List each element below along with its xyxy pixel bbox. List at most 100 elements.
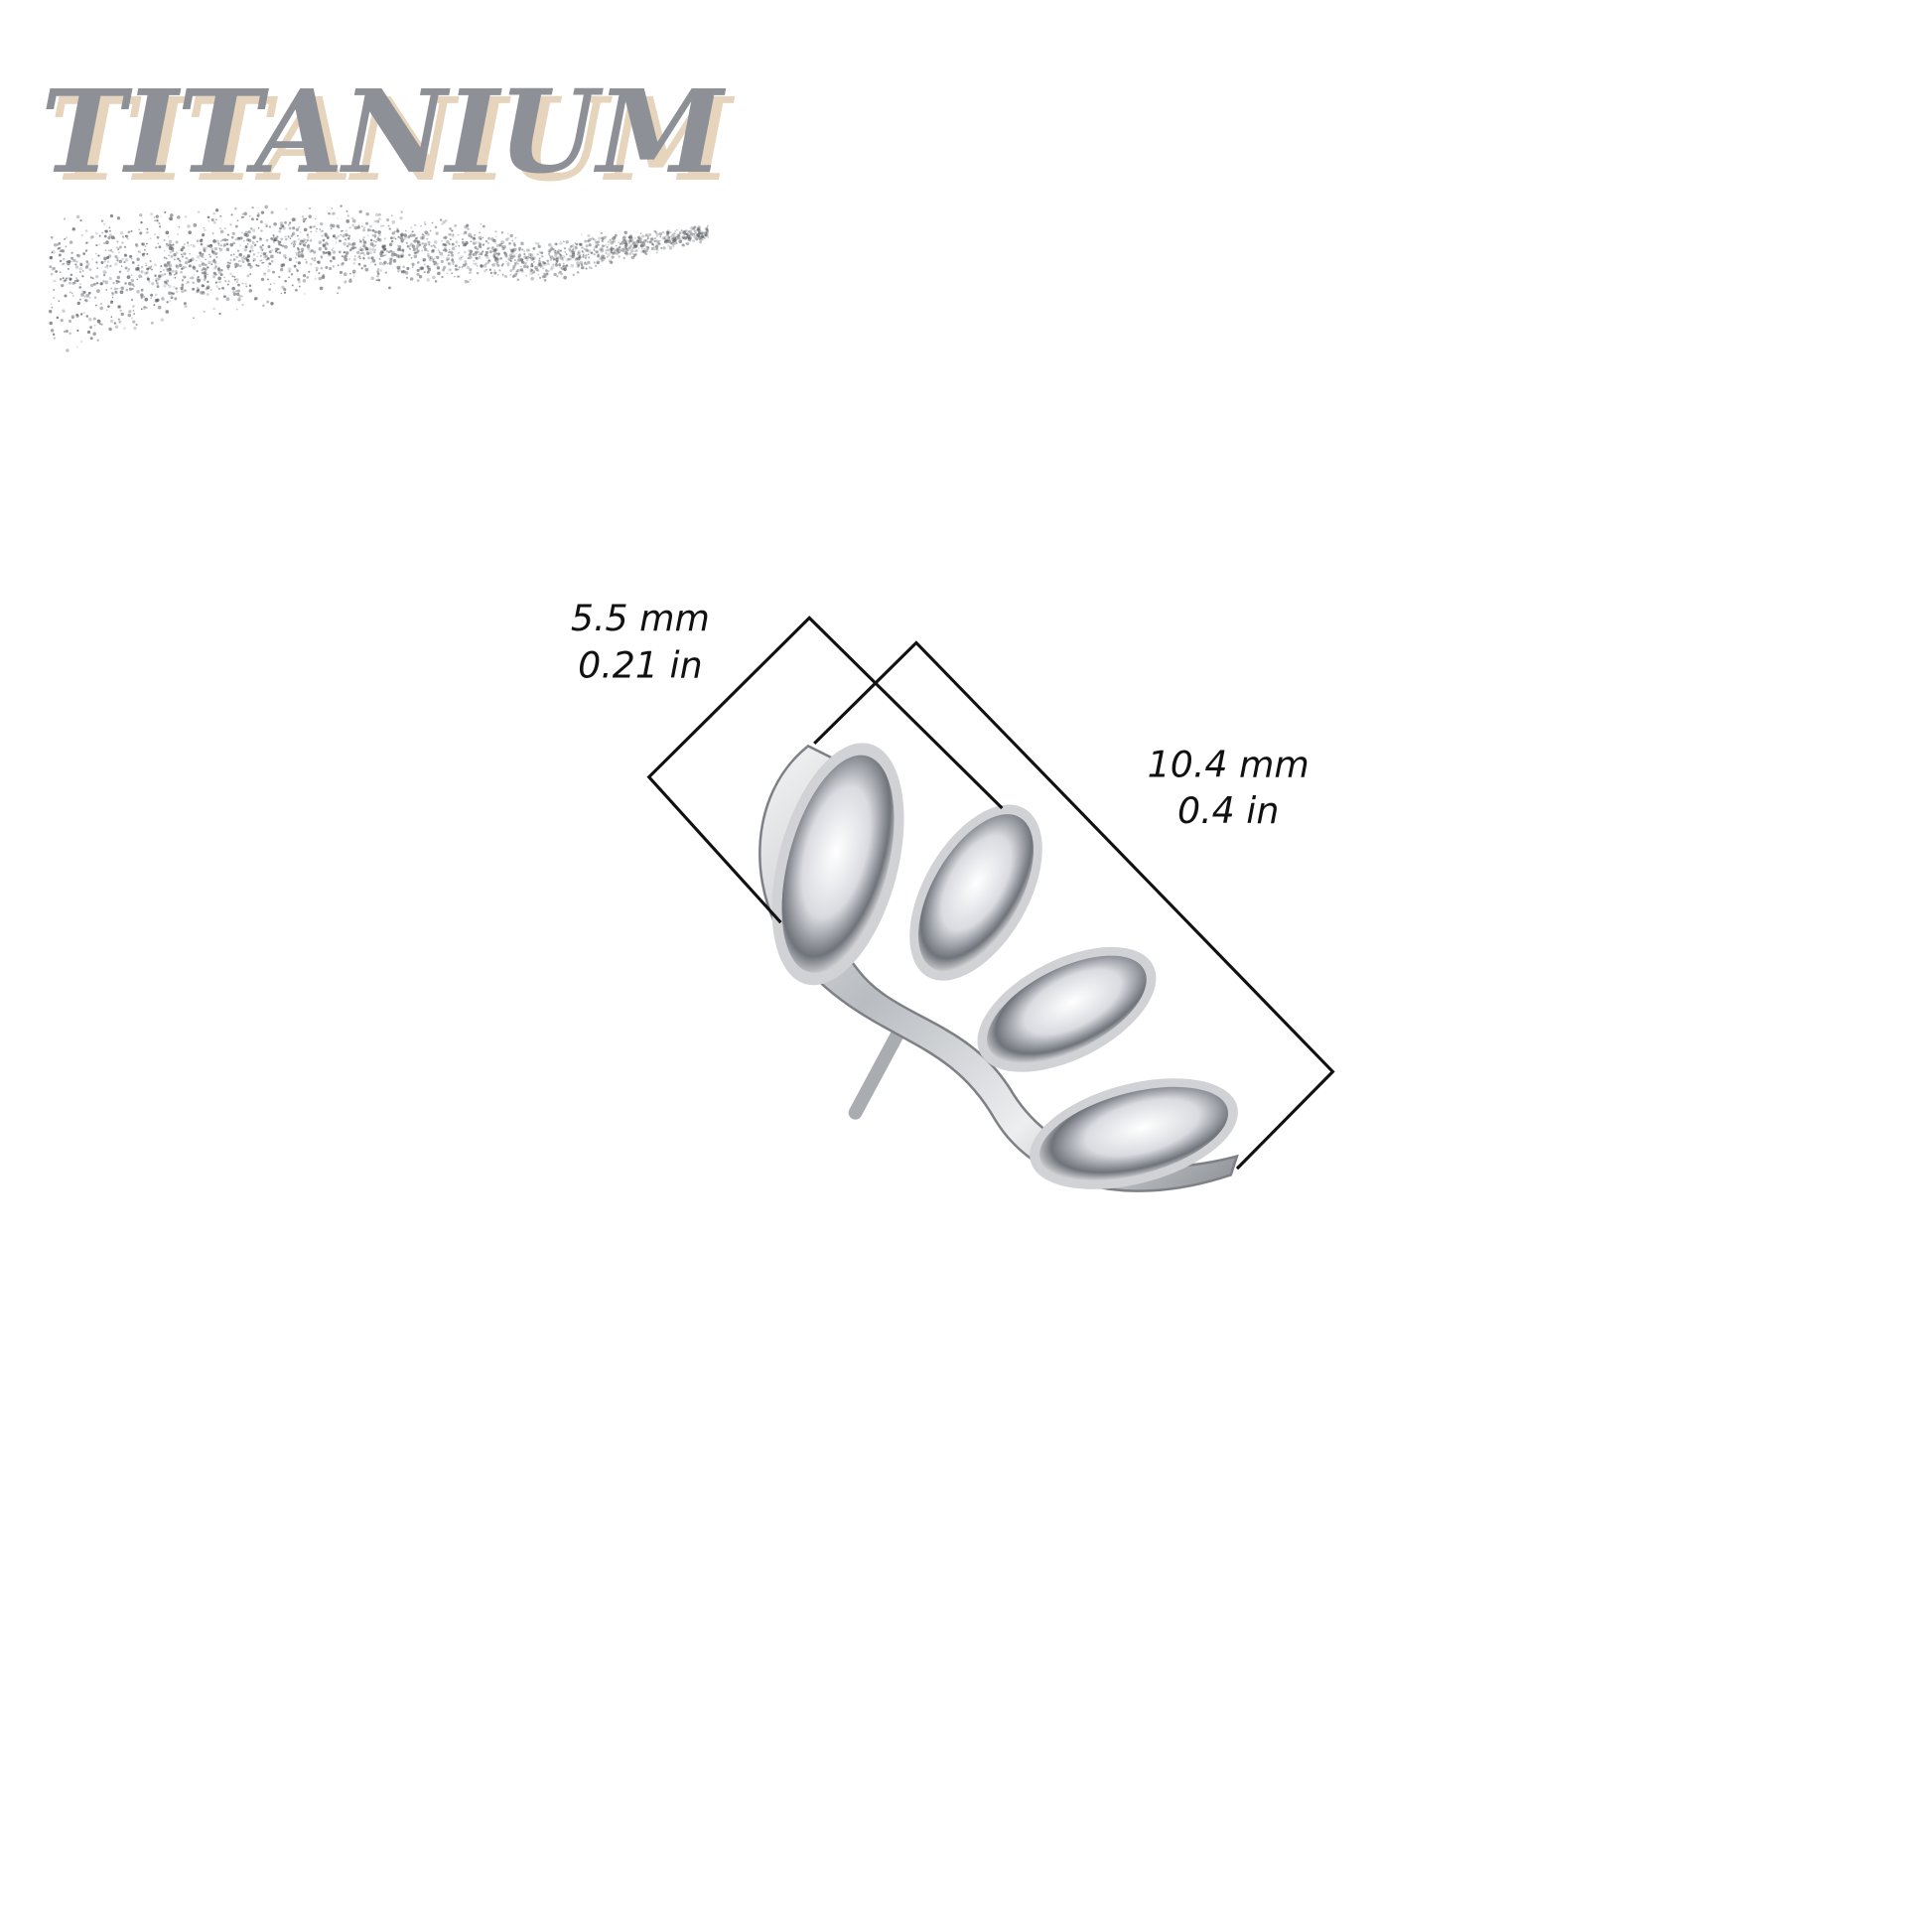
dust-particle (446, 258, 449, 262)
dust-particle (529, 256, 531, 259)
dust-particle (664, 234, 669, 238)
dust-particle (428, 243, 431, 246)
dust-particle (145, 264, 148, 267)
dust-particle (101, 231, 104, 234)
dust-particle (276, 248, 279, 251)
dust-particle (492, 238, 496, 243)
dust-particle (416, 261, 420, 264)
dust-particle (217, 287, 221, 291)
dust-particle (685, 232, 688, 235)
dust-particle (365, 211, 369, 216)
dust-particle (513, 245, 516, 248)
dust-particle (71, 281, 75, 285)
dust-particle (601, 239, 605, 243)
dust-particle (426, 265, 430, 268)
dust-particle (183, 246, 186, 249)
dust-particle (615, 244, 618, 247)
dust-particle (219, 214, 222, 217)
dust-particle (678, 237, 682, 241)
dust-particle (146, 277, 150, 281)
dust-particle (117, 248, 120, 250)
dust-particle (146, 267, 150, 271)
dust-particle (655, 243, 659, 247)
dust-particle (563, 264, 568, 269)
dust-particle (337, 234, 341, 238)
dust-particle (244, 245, 248, 249)
dust-particle (333, 211, 336, 215)
dust-particle (513, 261, 516, 265)
dust-particle (144, 245, 147, 247)
dust-particle (230, 213, 233, 216)
dust-particle (127, 230, 131, 234)
dust-particle (70, 260, 72, 263)
dust-particle (632, 253, 634, 255)
dust-particle (360, 267, 363, 270)
dust-particle (145, 306, 148, 309)
dust-particle (542, 255, 544, 258)
dust-particle (443, 243, 447, 246)
dust-particle (133, 326, 137, 331)
dust-particle (451, 234, 455, 238)
dust-particle (49, 255, 54, 260)
dust-particle (340, 262, 345, 267)
dust-particle (593, 246, 596, 249)
dust-particle (595, 244, 599, 248)
dust-particle (278, 251, 282, 254)
dust-particle (552, 257, 557, 261)
dust-particle (665, 230, 669, 234)
dust-particle (169, 250, 173, 254)
dust-particle (109, 229, 111, 232)
dust-particle (538, 257, 541, 260)
dust-particle (95, 282, 99, 285)
dust-particle (123, 245, 127, 249)
dust-particle (297, 247, 300, 250)
dust-particle (634, 244, 638, 248)
dust-particle (376, 274, 379, 278)
dust-particle (572, 247, 575, 250)
dust-particle (601, 248, 605, 252)
dust-particle (264, 254, 268, 258)
dust-particle (648, 240, 652, 243)
dust-particle (337, 264, 340, 267)
dust-particle (74, 282, 76, 285)
dust-particle (413, 223, 417, 227)
dust-particle (470, 271, 473, 274)
dust-particle (298, 285, 301, 288)
dust-particle (423, 270, 426, 274)
dust-particle (378, 257, 381, 260)
dust-particle (326, 236, 330, 240)
dust-particle (109, 213, 114, 218)
dust-particle (579, 260, 583, 265)
dust-particle (196, 289, 200, 294)
dust-particle (428, 258, 432, 262)
dust-particle (221, 286, 224, 290)
dust-particle (434, 280, 438, 283)
dust-particle (627, 235, 631, 239)
dust-particle (332, 235, 336, 238)
dust-particle (412, 233, 416, 237)
dust-particle (209, 289, 212, 292)
dust-particle (440, 259, 444, 264)
dust-particle (102, 222, 106, 225)
dust-particle (371, 234, 374, 237)
dust-particle (150, 297, 153, 300)
dust-particle (323, 238, 326, 241)
dust-particle (486, 247, 489, 250)
dust-particle (344, 254, 348, 258)
dust-particle (232, 253, 235, 256)
dust-particle (99, 302, 103, 306)
dust-particle (492, 255, 496, 259)
dust-particle (187, 224, 191, 228)
dust-particle (141, 276, 143, 278)
dust-particle (351, 245, 355, 250)
dust-particle (406, 244, 411, 248)
dust-particle (449, 233, 452, 236)
dust-particle (427, 252, 430, 256)
dust-particle (645, 249, 648, 252)
dust-particle (202, 252, 205, 255)
dust-particle (684, 232, 687, 236)
dust-particle (239, 264, 242, 268)
dust-particle (426, 270, 430, 274)
dust-particle (493, 248, 497, 253)
dust-particle (184, 305, 188, 309)
